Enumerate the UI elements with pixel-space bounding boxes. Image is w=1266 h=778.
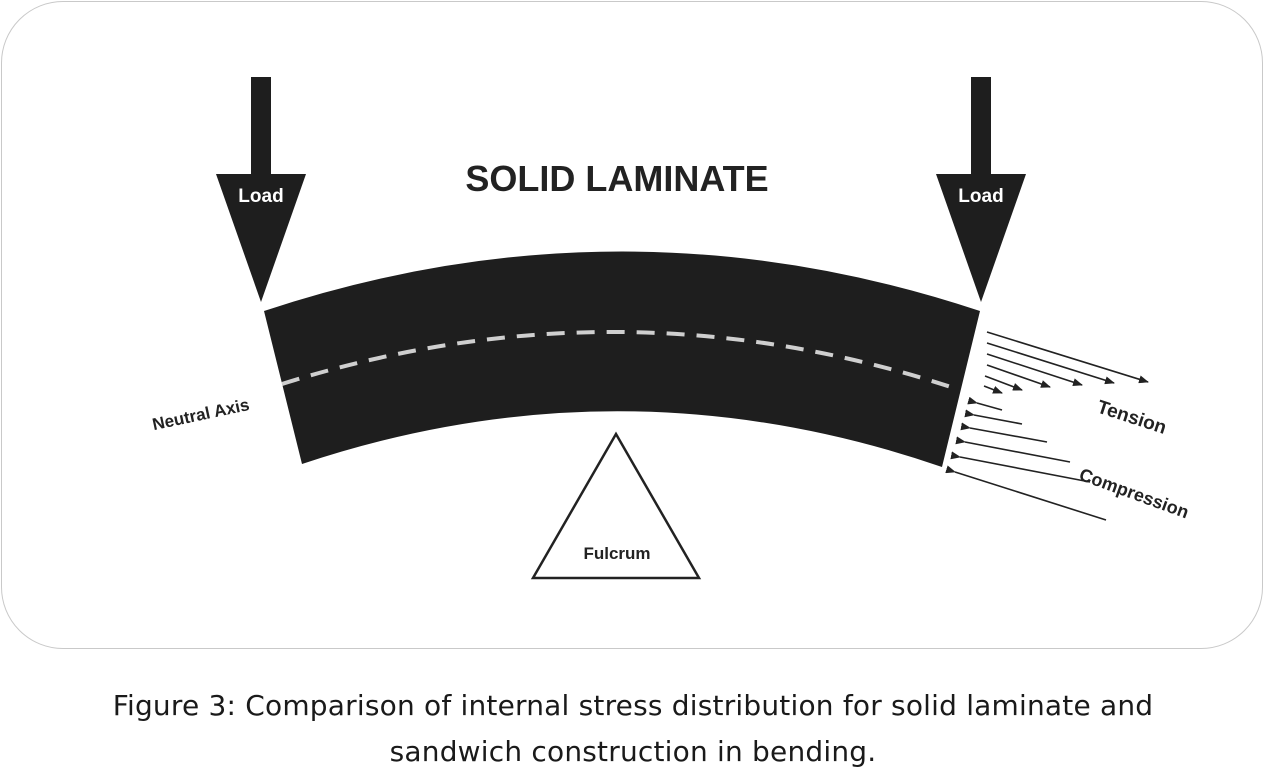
tension-label: Tension [1094, 397, 1168, 439]
neutral-axis-line [281, 329, 961, 392]
fulcrum: Fulcrum [530, 431, 702, 580]
bending-diagram: SOLID LAMINATE Load Load Neutral Axis [151, 77, 1192, 580]
compression-arrows [945, 396, 1107, 521]
load-arrow-right: Load [936, 77, 1026, 302]
figure-frame: SOLID LAMINATE Load Load Neutral Axis [1, 1, 1263, 649]
tension-arrows [983, 331, 1149, 394]
load-left-label: Load [238, 186, 283, 207]
load-right-label: Load [958, 186, 1003, 207]
fulcrum-label: Fulcrum [583, 544, 650, 563]
compression-label: Compression [1077, 464, 1192, 522]
caption-line-2: sandwich construction in bending. [389, 735, 877, 768]
figure-caption: Figure 3: Comparison of internal stress … [20, 683, 1246, 775]
neutral-axis-label: Neutral Axis [151, 395, 251, 434]
caption-line-1: Figure 3: Comparison of internal stress … [112, 689, 1154, 722]
solid-laminate-beam [264, 251, 980, 467]
load-arrow-left: Load [216, 77, 306, 302]
diagram-title: SOLID LAMINATE [465, 158, 768, 199]
